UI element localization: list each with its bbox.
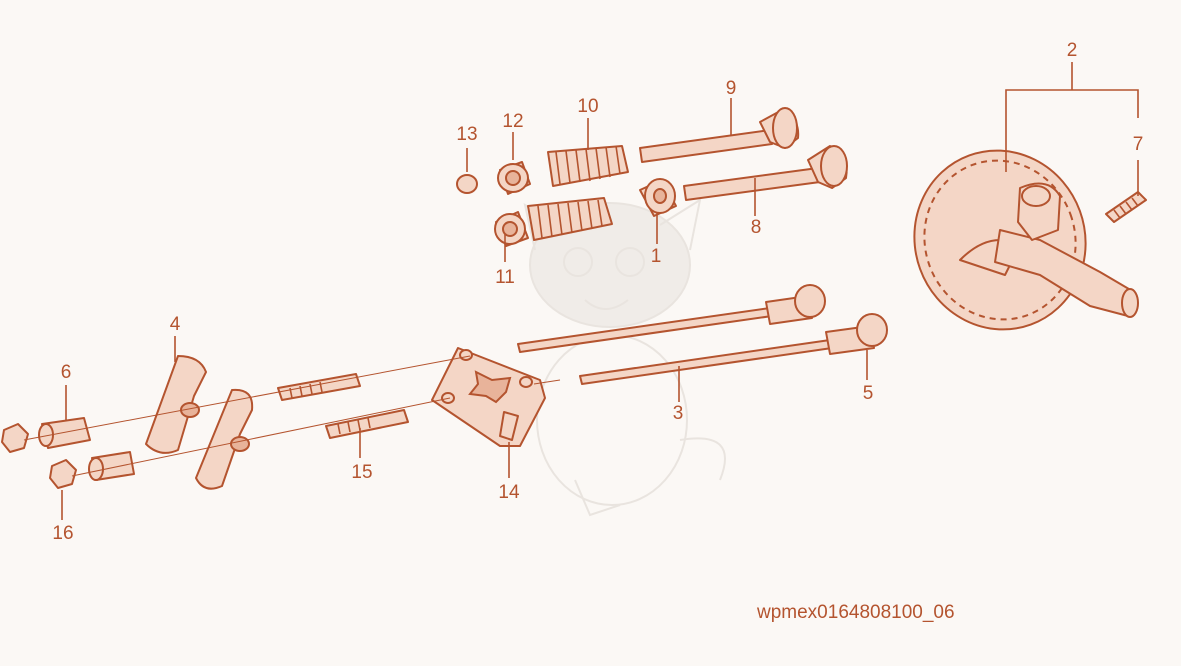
part-2-camshaft [913, 149, 1139, 331]
part-10-valve-spring [547, 145, 629, 187]
callout-14: 14 [498, 482, 520, 503]
callout-11: 11 [495, 267, 515, 288]
lower-valve-spring [527, 197, 613, 241]
callout-1: 1 [651, 246, 662, 267]
callout-10: 10 [577, 96, 598, 117]
part-11-retainer [494, 211, 529, 247]
part-13-cotter [456, 174, 478, 194]
part-6-pivot [38, 417, 135, 481]
callout-2: 2 [1067, 40, 1078, 61]
callout-7: 7 [1133, 134, 1144, 155]
part-8-valve [683, 145, 848, 201]
part-14-rocker-plate [431, 347, 546, 447]
part-1-stem-seal [639, 178, 677, 217]
callout-labels: 13 12 10 9 2 7 8 1 11 4 6 5 3 15 14 16 [52, 40, 1143, 544]
callout-16: 16 [52, 523, 73, 544]
part-3-push-rod [517, 307, 833, 385]
callout-3: 3 [673, 403, 684, 424]
leader-lines [61, 62, 1139, 520]
watermark-mascot [523, 197, 726, 517]
part-16-nut [1, 423, 77, 489]
part-7-spring [1105, 191, 1147, 223]
callout-9: 9 [726, 78, 737, 99]
callout-8: 8 [751, 217, 762, 238]
part-4-rocker-arm [145, 355, 254, 490]
callout-13: 13 [456, 124, 477, 145]
callout-6: 6 [61, 362, 72, 383]
callout-15: 15 [351, 462, 372, 483]
part-12-retainer [497, 161, 531, 195]
callout-4: 4 [170, 314, 181, 335]
alignment-guides [23, 355, 561, 477]
diagram-code: wpmex0164808100_06 [756, 602, 955, 623]
part-15-stud [277, 373, 409, 439]
callout-5: 5 [863, 383, 874, 404]
part-9-valve [639, 107, 800, 163]
callout-12: 12 [502, 111, 523, 132]
part-5-tappet [765, 284, 888, 355]
